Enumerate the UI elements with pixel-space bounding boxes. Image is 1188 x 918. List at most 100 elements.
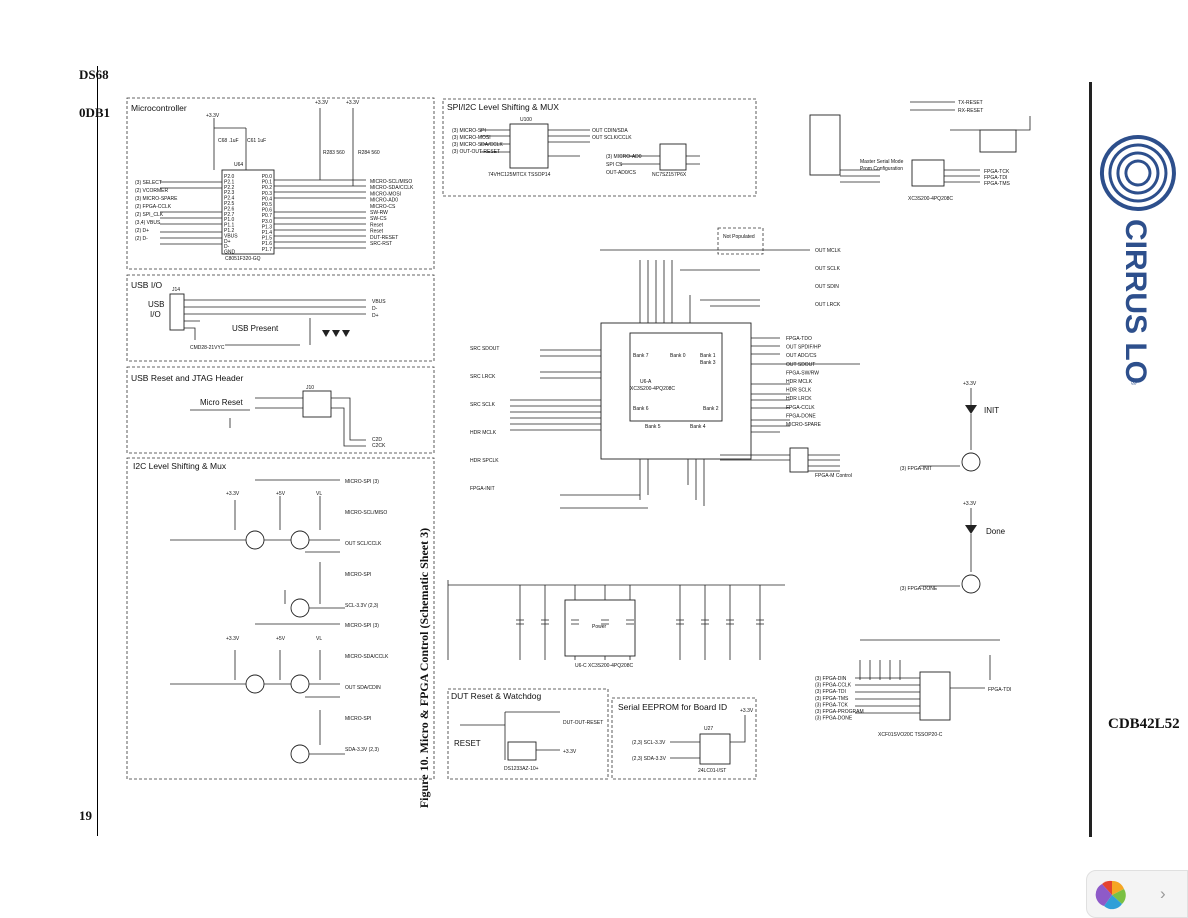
chip-ref: U27 (704, 726, 713, 732)
mosfet-icon (245, 674, 265, 694)
bank-label: Bank 1 (700, 353, 716, 359)
pin-label: GND (224, 250, 236, 256)
mux-chip (659, 143, 687, 171)
net-label: (3) FPGA-TDI (815, 689, 846, 695)
res-label: R283 560 (323, 150, 345, 156)
rail-label: +3.3V (740, 708, 754, 714)
net-label: OUT-AD0/CS (606, 170, 637, 176)
net-label: MICRO-SCL/MISO (370, 179, 412, 185)
dut-reset-block: DUT Reset & Watchdog RESET DS1233AZ-10+ … (447, 688, 609, 780)
pin-label: P1.7 (262, 247, 273, 253)
mosfet-icon (290, 744, 310, 764)
chip-ref: U64 (234, 162, 243, 168)
net-label: (3) FPGA-CCLK (815, 683, 852, 689)
block-title: USB I/O (131, 280, 163, 290)
config-title: Prom Configuration (860, 166, 903, 172)
net-label: OUT MCLK (815, 248, 841, 254)
net-label: VBUS (372, 299, 386, 305)
chip-part: NC7SZ157P6X (652, 172, 687, 178)
cirrus-logic-logo: CIRRUS LOGIC ® (1100, 135, 1176, 385)
net-label: SRC SDOUT (470, 346, 499, 352)
spi-i2c-mux-block: SPI/I2C Level Shifting & MUX U100 74VHC1… (442, 98, 757, 197)
viewer-nav-badge[interactable] (1086, 870, 1188, 918)
switch-label: Micro Reset (200, 398, 243, 407)
chip-part: XC3S200-4PQ208C (908, 196, 953, 202)
pin-label: P2.1 (224, 179, 235, 185)
net-label: (3) FPGA-INIT (900, 466, 932, 472)
net-label: SW-RW (370, 210, 388, 216)
net-label: (2,3) SCL-3.3V (632, 740, 666, 746)
net-label: HDR MCLK (470, 430, 497, 436)
net-label: FPGA-TDO (786, 336, 812, 342)
fpga-power-unit (564, 599, 636, 657)
board-name: CDB42L52 (1108, 716, 1180, 732)
net-label: (3) FPGA-PROGRAM (815, 709, 864, 715)
block-title: Serial EEPROM for Board ID (618, 702, 727, 712)
net-label: SPI CS (606, 162, 623, 168)
net-label: MICRO-SPI (345, 716, 371, 722)
net-label: MICRO-SPI (345, 572, 371, 578)
rail-label: +3.3V (963, 381, 977, 387)
net-label: FPGA-TCK (984, 169, 1010, 175)
net-label: FPGA-TDI (988, 687, 1011, 693)
status-led-block: +3.3V INIT (3) FPGA-INIT +3.3V Done (3) … (900, 381, 1006, 594)
cap-label: C61 1uF (247, 138, 266, 144)
chip-part: XC3S200-4PQ208C (630, 386, 675, 392)
capacitor-icon (726, 619, 734, 625)
pin-label: P0.0 (262, 174, 273, 180)
bank-label: Bank 4 (690, 424, 706, 430)
init-label: INIT (984, 406, 999, 415)
net-label: C2D (372, 437, 382, 443)
net-label: FPGA-CCLK (786, 405, 815, 411)
pin-label: P2.7 (224, 212, 235, 218)
net-label: OUT SCLK (815, 266, 841, 272)
document-revision: 0DB1 (79, 105, 111, 120)
next-page-icon[interactable]: › (1160, 884, 1166, 903)
net-label: MICRO-SPARE (786, 422, 822, 428)
block-title: Microcontroller (131, 103, 187, 113)
chip-part: 24LC01-I/ST (698, 768, 726, 774)
chip-part: C8051F320-GQ (225, 256, 261, 262)
net-label: +3.3V (563, 749, 577, 755)
block-title: DUT Reset & Watchdog (451, 691, 542, 701)
buffer-chip (509, 123, 549, 169)
net-label: (3) FPGA-DONE (815, 716, 853, 722)
config-title: Master Serial Mode (860, 159, 904, 165)
net-label: (2) D- (135, 236, 148, 242)
block-title: I2C Level Shifting & Mux (133, 461, 227, 471)
net-label: MICRO-SPI (3) (345, 479, 379, 485)
net-label: OUT CDIN/SDA (592, 128, 628, 134)
net-label: MICRO-MOSI (370, 191, 401, 197)
cap-label: C68 .1uF (218, 138, 239, 144)
net-label: MICRO-SCL/MISO (345, 510, 387, 516)
net-label: D- (372, 306, 378, 312)
net-label: TX-RESET (958, 100, 983, 106)
pin-label: P1.1 (224, 223, 235, 229)
jtag-header (302, 390, 332, 418)
pin-label: P0.7 (262, 213, 273, 219)
capacitor-icon (516, 619, 524, 625)
usb-reset-jtag-block: USB Reset and JTAG Header Micro Reset J1… (126, 366, 435, 454)
chip-part: 74VHC125MTCX TSSOP14 (488, 172, 551, 178)
capacitor-icon (626, 619, 634, 625)
rail-label: +3.3V (226, 636, 240, 642)
net-label: HDR SCLK (786, 388, 812, 394)
net-label: OUT SCL/CCLK (345, 541, 382, 547)
net-label: HDR MCLK (786, 379, 813, 385)
rail-label: +3.3V (206, 113, 220, 119)
pin-label: P0.5 (262, 202, 273, 208)
pin-label: P0.1 (262, 180, 273, 186)
rail-label: +3.3V (963, 501, 977, 507)
usb-present-label: USB Present (232, 324, 279, 333)
pin-label: D+ (224, 239, 231, 245)
chip-part: U6-C XC3S200-4PQ208C (575, 663, 633, 669)
net-label: OUT SDIN (815, 284, 839, 290)
rail-label: VL (316, 636, 322, 642)
pin-label: P1.4 (262, 230, 273, 236)
mosfet-icon (961, 574, 981, 594)
block-title: SPI/I2C Level Shifting & MUX (447, 102, 559, 112)
net-label: (2,3) SDA-3.3V (632, 756, 667, 762)
net-label: OUT SCLK/CCLK (592, 135, 632, 141)
pin-label: P1.3 (262, 224, 273, 230)
